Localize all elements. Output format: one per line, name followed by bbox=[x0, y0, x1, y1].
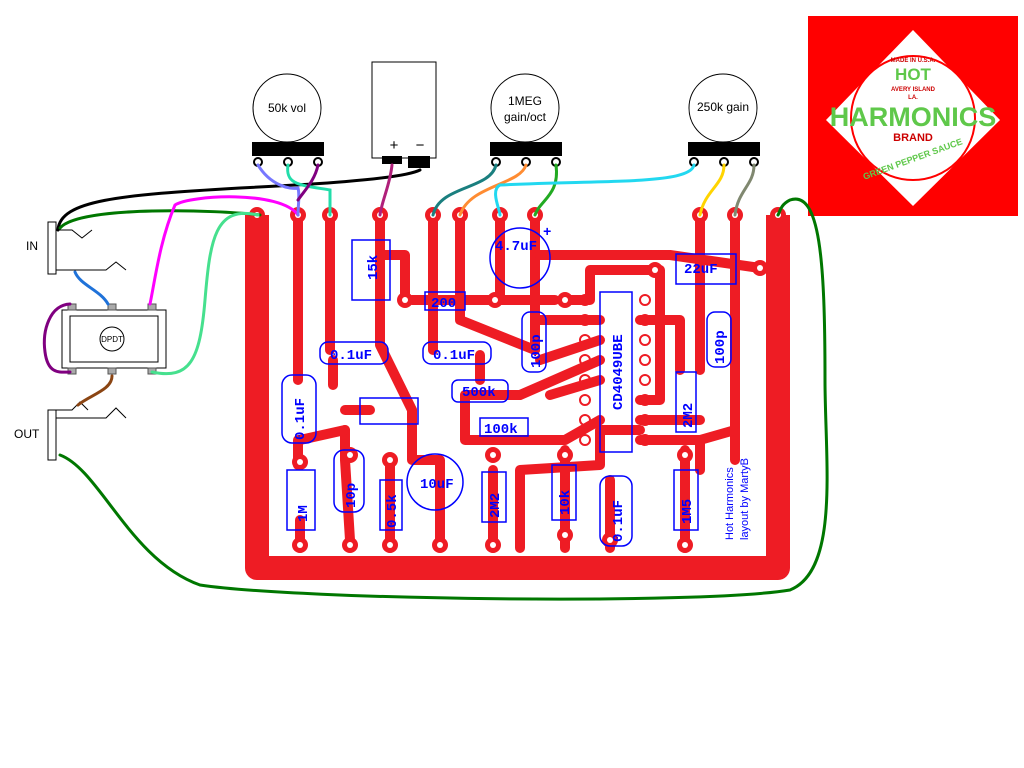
battery-plus: + bbox=[390, 137, 399, 154]
resistor-100k bbox=[479, 417, 529, 437]
label-01a: 0.1uF bbox=[330, 348, 372, 364]
out-jack: OUT bbox=[14, 401, 127, 461]
pad-holes bbox=[254, 212, 781, 548]
label-2m2-a: 2M2 bbox=[681, 403, 697, 428]
label-0-5k: 0.5k bbox=[385, 494, 401, 528]
label-22uf: 22uF bbox=[684, 262, 718, 278]
logo-la: LA. bbox=[908, 95, 918, 101]
cap-100p-a bbox=[521, 311, 547, 373]
pot-gain: 250k gain bbox=[688, 73, 760, 167]
resistor-10k bbox=[551, 464, 577, 521]
credit-line1: Hot Harmonics bbox=[724, 467, 736, 540]
label-100k: 100k bbox=[484, 422, 518, 438]
label-01d: 0.1uF bbox=[611, 500, 627, 542]
label-10uf-plus: + bbox=[408, 449, 416, 465]
label-10uf: 10uF bbox=[420, 477, 454, 493]
dpdt-label: DPDT bbox=[101, 335, 123, 344]
hot-harmonics-logo: MADE IN U.S.A. HOT AVERY ISLAND LA. HARM… bbox=[808, 16, 1018, 216]
label-10p: 10p bbox=[344, 483, 360, 508]
cap-01c bbox=[281, 374, 317, 444]
components bbox=[281, 227, 737, 547]
pot-gain-oct: 1MEG gain/oct bbox=[490, 73, 562, 167]
battery: + − bbox=[371, 61, 437, 168]
label-01b: 0.1uF bbox=[433, 348, 475, 364]
dpdt-switch: DPDT bbox=[61, 303, 167, 375]
label-2m2-b: 2M2 bbox=[488, 493, 504, 518]
trimmer-500k bbox=[451, 379, 509, 403]
cap-100p-b bbox=[706, 311, 732, 368]
cap-01b bbox=[422, 341, 492, 365]
pot-gain-label: 250k gain bbox=[697, 100, 749, 114]
label-1m5: 1M5 bbox=[680, 499, 696, 524]
pot-vol-label: 50k vol bbox=[268, 101, 306, 115]
logo-made-in: MADE IN U.S.A. bbox=[891, 58, 936, 64]
label-1m: 1M bbox=[296, 505, 312, 522]
label-plus-sign: + bbox=[543, 225, 551, 241]
pot-vol: 50k vol bbox=[252, 73, 324, 167]
resistor-2m2-b bbox=[481, 471, 507, 523]
credit-line2: layout by MartyB bbox=[739, 458, 751, 540]
cap-01d bbox=[599, 475, 633, 547]
label-100p-b: 100p bbox=[713, 330, 729, 364]
logo-hot: HOT bbox=[895, 65, 932, 84]
resistor-200 bbox=[424, 291, 466, 311]
resistor-15k bbox=[351, 239, 391, 301]
cap-10p bbox=[333, 449, 365, 513]
logo-brand: BRAND bbox=[893, 132, 933, 144]
wires bbox=[42, 163, 829, 601]
logo-avery: AVERY ISLAND bbox=[891, 87, 936, 93]
chip-label: CD4049UBE bbox=[611, 334, 627, 410]
pot-gain-oct-line2: gain/oct bbox=[504, 110, 547, 124]
resistor-2m2-a bbox=[675, 371, 697, 433]
cap-01a bbox=[319, 341, 389, 365]
cap-4-7uf bbox=[489, 227, 551, 289]
in-jack-label: IN bbox=[26, 239, 38, 253]
resistor-1m bbox=[286, 469, 316, 531]
cap-10uf bbox=[406, 453, 464, 511]
battery-minus: − bbox=[416, 137, 425, 154]
ic-chip: CD4049UBE bbox=[579, 291, 651, 453]
label-500k: 500k bbox=[462, 385, 496, 401]
label-01c: 0.1uF bbox=[293, 398, 309, 440]
label-100p-a: 100p bbox=[529, 334, 545, 368]
in-jack: IN bbox=[26, 221, 127, 275]
label-10k: 10k bbox=[558, 490, 574, 515]
resistor-1m5 bbox=[673, 469, 699, 531]
label-15k: 15k bbox=[366, 255, 382, 280]
pcb-traces bbox=[245, 210, 790, 580]
label-200: 200 bbox=[431, 296, 456, 312]
cap-22uf bbox=[675, 253, 737, 285]
label-4-7uf: 4.7uF bbox=[495, 239, 537, 255]
pot-gain-oct-line1: 1MEG bbox=[508, 94, 542, 108]
trimmer-block bbox=[359, 397, 419, 425]
out-jack-label: OUT bbox=[14, 427, 40, 441]
logo-harmonics: HARMONICS bbox=[830, 102, 997, 132]
resistor-0-5k bbox=[379, 479, 403, 531]
